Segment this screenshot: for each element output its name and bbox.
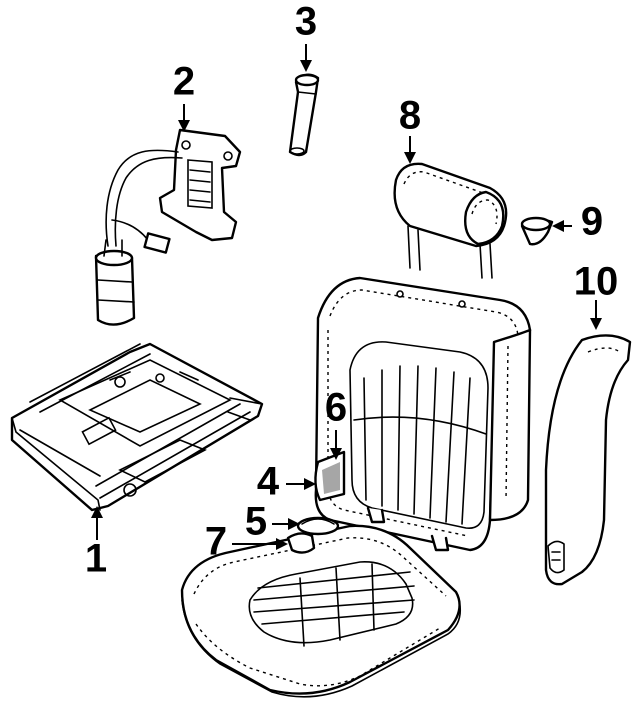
part-power-seat-motor [94, 128, 242, 326]
callout-7: 7 [205, 520, 227, 564]
callout-1: 1 [85, 537, 107, 581]
callout-2: 2 [173, 60, 195, 104]
part-headrest [393, 162, 508, 279]
part-seat-cushion [180, 524, 462, 698]
part-seat-track [10, 342, 264, 512]
callout-numbers: 1 2 3 4 5 6 7 8 9 10 [85, 0, 618, 581]
part-seat-back [314, 276, 532, 552]
callout-10: 10 [574, 260, 619, 304]
part-trim-clip [296, 516, 340, 536]
callout-3: 3 [295, 0, 317, 44]
callout-8: 8 [399, 94, 421, 138]
callout-5: 5 [245, 500, 267, 544]
part-trim-button [286, 532, 316, 554]
part-lumbar-pad [314, 450, 346, 502]
part-guide-cap [520, 216, 554, 246]
callout-6: 6 [325, 386, 347, 430]
part-guide-sleeve [288, 73, 320, 157]
callout-4: 4 [257, 460, 280, 504]
part-side-shield [544, 334, 632, 586]
leader-lines [91, 44, 602, 550]
callout-9: 9 [581, 200, 603, 244]
